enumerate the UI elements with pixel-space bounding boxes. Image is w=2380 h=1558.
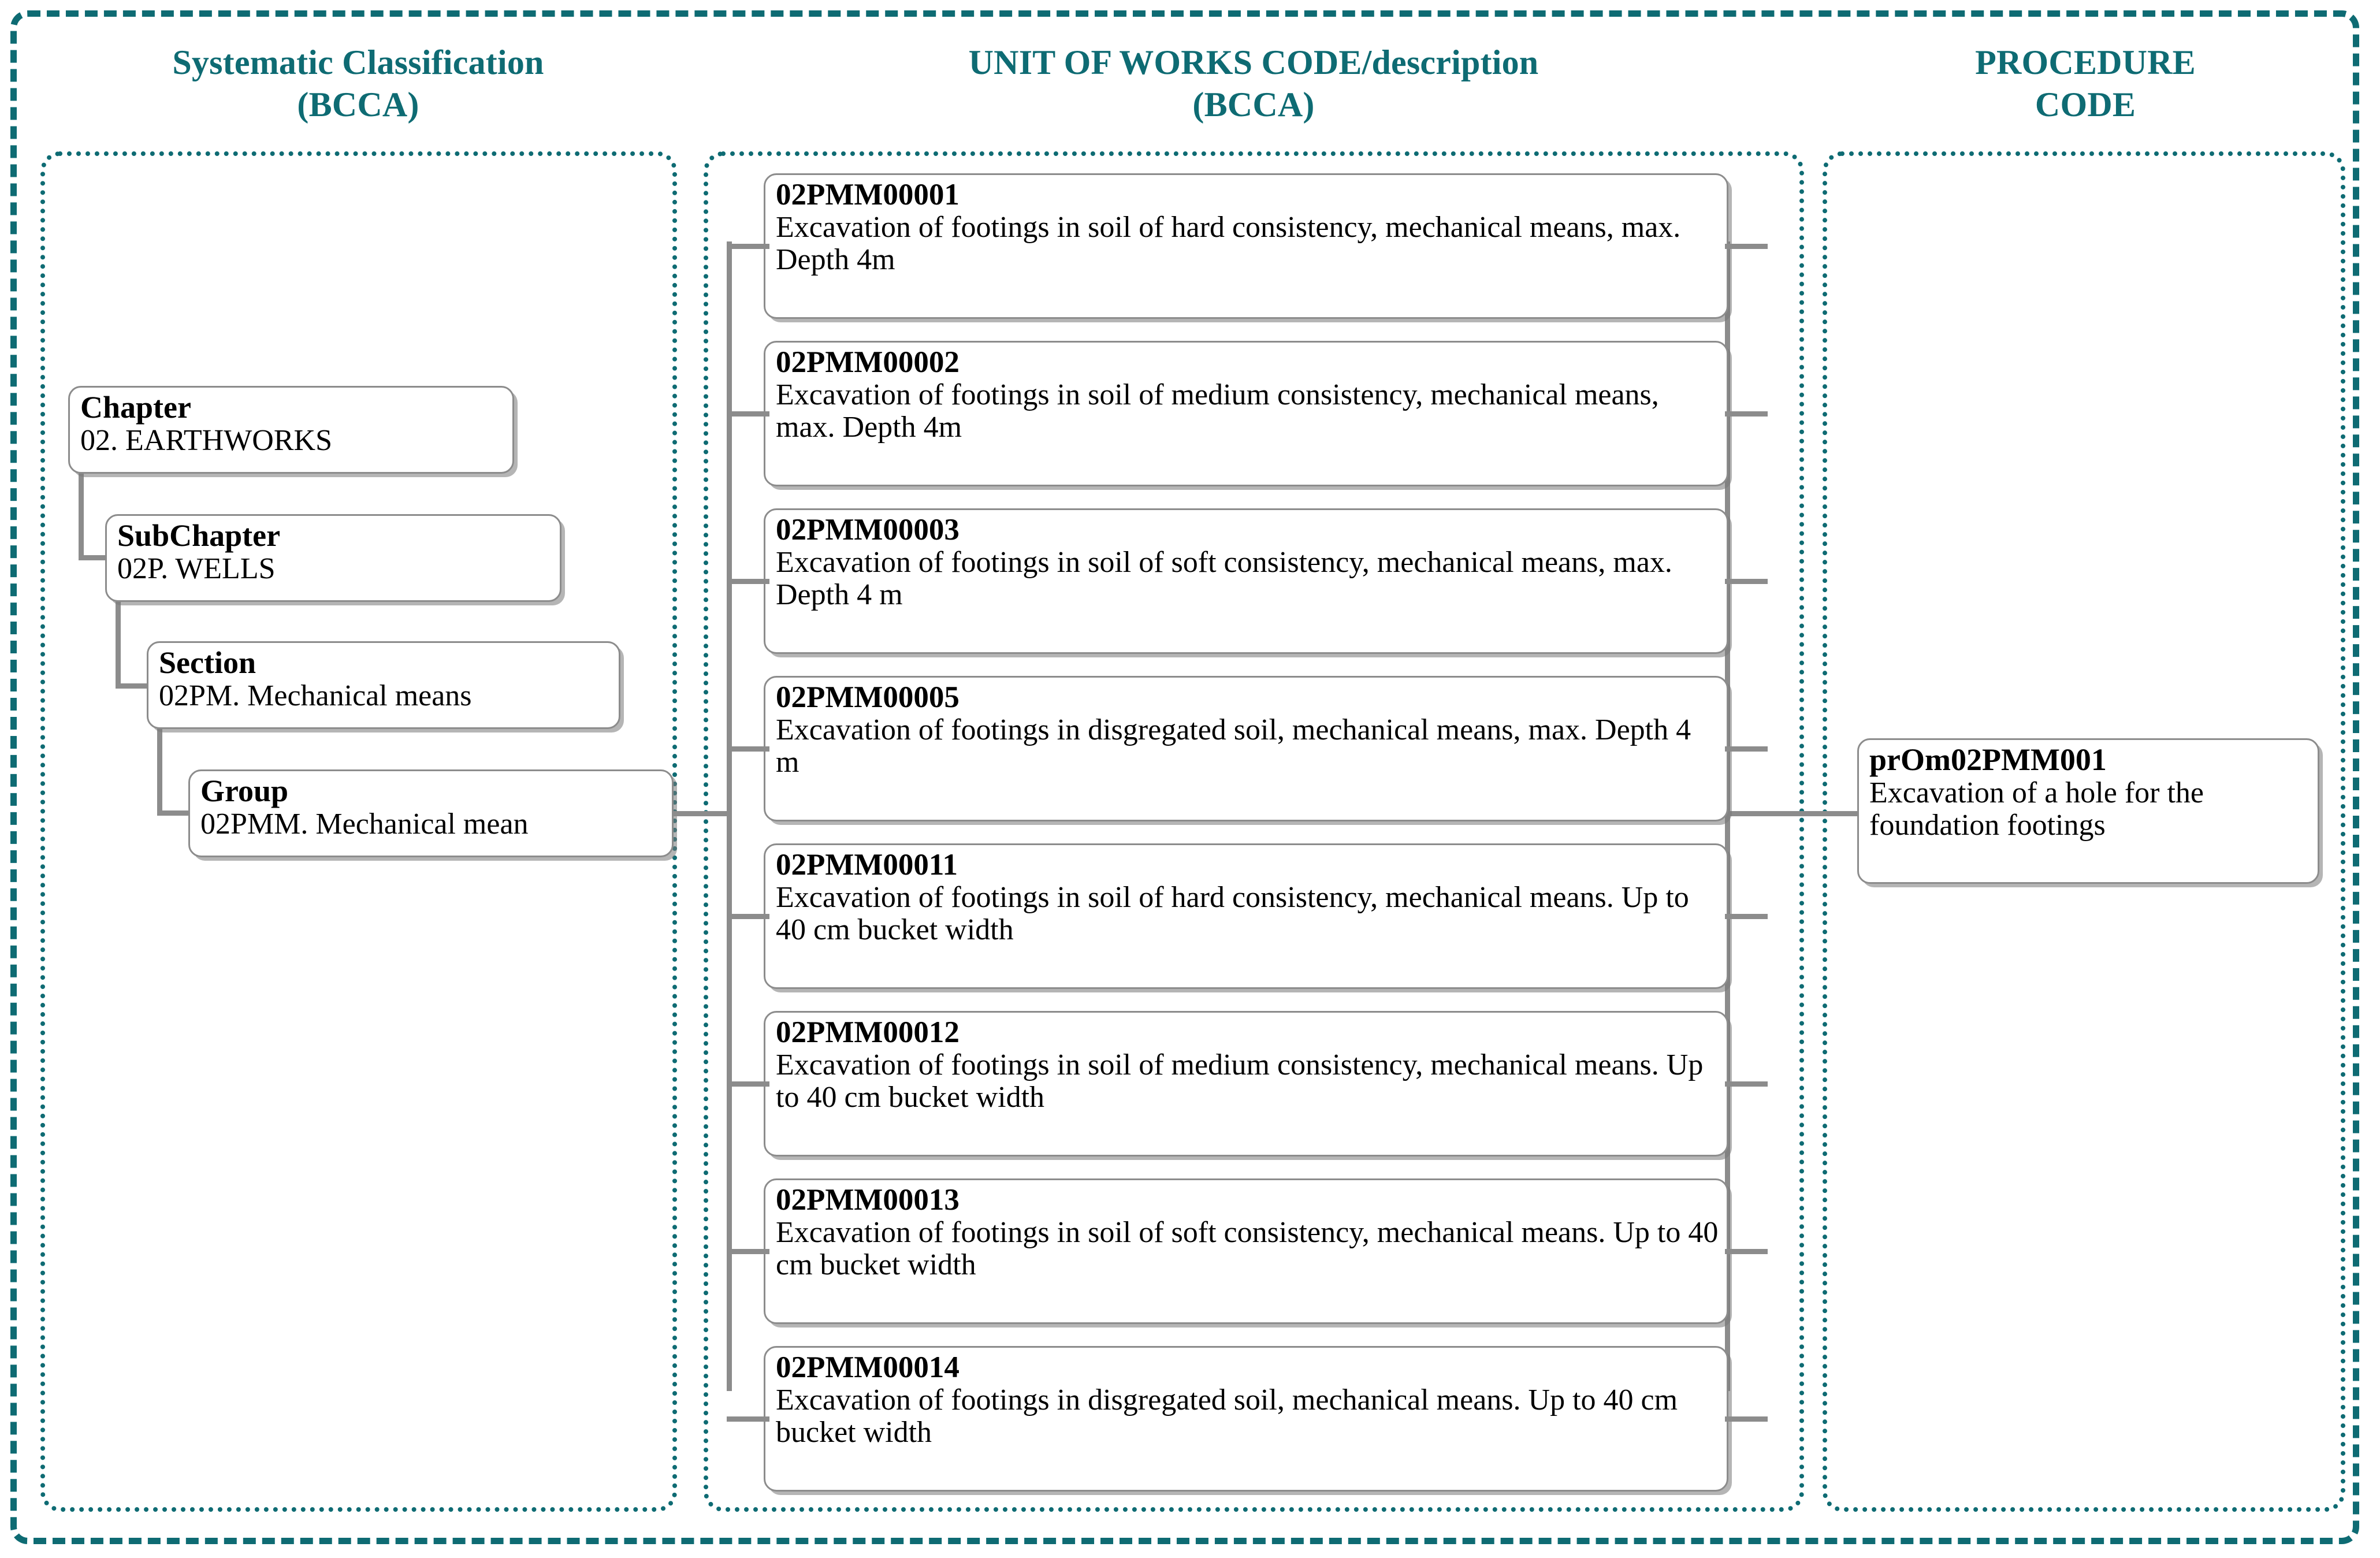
panel-procedure-code (1823, 151, 2345, 1512)
column-title-unit-of-works: UNIT OF WORKS CODE/description (BCCA) (708, 42, 1799, 126)
connector-chapter-to-subchapter (79, 473, 109, 560)
unit-of-works-code: 02PMM00011 (776, 848, 958, 882)
unit-of-works-description: Excavation of footings in soil of hard c… (776, 210, 1681, 277)
column-title-line1: Systematic Classification (172, 43, 544, 81)
hierarchy-level-value: 02PM. Mechanical means (159, 679, 472, 712)
unit-of-works-code: 02PMM00001 (776, 178, 960, 211)
connector-units-to-procedure-bracket (1730, 811, 1802, 816)
hierarchy-level-label: Chapter (80, 390, 191, 425)
unit-of-works-description: Excavation of footings in disgregated so… (776, 713, 1691, 779)
column-title-line1: PROCEDURE (1975, 43, 2196, 81)
unit-of-works-description: Excavation of footings in soil of medium… (776, 1048, 1704, 1114)
unit-of-works-description: Excavation of footings in soil of medium… (776, 378, 1659, 444)
unit-stub-right (1725, 1081, 1768, 1087)
unit-of-works-description: Excavation of footings in soil of hard c… (776, 880, 1689, 947)
column-title-line2: (BCCA) (1192, 85, 1315, 124)
unit-of-works-description: Excavation of footings in soil of soft c… (776, 1215, 1719, 1282)
unit-stub-left (727, 579, 769, 584)
units-bracket-spine-left (727, 241, 732, 1391)
connector-group-to-units-bracket (674, 811, 730, 816)
panel-systematic-classification (40, 151, 677, 1512)
unit-of-works-code: 02PMM00002 (776, 345, 960, 379)
unit-stub-left (727, 244, 769, 249)
outer-dashed-frame (10, 10, 2359, 1544)
unit-stub-left (727, 914, 769, 919)
hierarchy-level-label: Section (159, 645, 256, 680)
hierarchy-box-subchapter[interactable]: SubChapter 02P. WELLS (105, 514, 561, 602)
panel-unit-of-works (704, 151, 1804, 1512)
column-title-line1: UNIT OF WORKS CODE/description (968, 43, 1539, 81)
column-title-line2: CODE (2035, 85, 2136, 124)
unit-stub-right (1725, 579, 1768, 584)
procedure-code-label: prOm02PMM001 (1869, 742, 2107, 777)
unit-stub-left (727, 411, 769, 417)
column-title-procedure-code: PROCEDURE CODE (1825, 42, 2345, 126)
unit-of-works-description: Excavation of footings in soil of soft c… (776, 545, 1672, 612)
hierarchy-box-section[interactable]: Section 02PM. Mechanical means (147, 641, 620, 729)
hierarchy-level-value: 02PMM. Mechanical mean (200, 807, 529, 841)
procedure-code-description: Excavation of a hole for the foundation … (1869, 776, 2204, 842)
hierarchy-level-value: 02P. WELLS (117, 552, 276, 585)
unit-of-works-code: 02PMM00005 (776, 681, 960, 714)
unit-of-works-code: 02PMM00013 (776, 1183, 960, 1217)
hierarchy-level-label: SubChapter (117, 518, 281, 553)
connector-subchapter-to-section (116, 601, 150, 689)
units-bracket-spine-right (1725, 241, 1730, 1391)
unit-stub-right (1725, 914, 1768, 919)
column-title-line2: (BCCA) (297, 85, 419, 124)
unit-stub-right (1725, 746, 1768, 752)
unit-stub-left (727, 1081, 769, 1087)
procedure-code-box[interactable]: prOm02PMM001 Excavation of a hole for th… (1857, 738, 2319, 884)
column-title-systematic-classification: Systematic Classification (BCCA) (40, 42, 676, 126)
hierarchy-box-chapter[interactable]: Chapter 02. EARTHWORKS (68, 386, 514, 474)
unit-of-works-code: 02PMM00003 (776, 513, 960, 546)
unit-stub-right (1725, 1249, 1768, 1254)
unit-of-works-code: 02PMM00012 (776, 1016, 960, 1049)
hierarchy-level-label: Group (200, 774, 289, 808)
connector-section-to-group (157, 728, 192, 816)
unit-stub-left (727, 746, 769, 752)
unit-stub-right (1725, 411, 1768, 417)
unit-of-works-code: 02PMM00014 (776, 1351, 960, 1384)
unit-of-works-description: Excavation of footings in disgregated so… (776, 1383, 1678, 1449)
unit-stub-left (727, 1416, 769, 1422)
unit-stub-right (1725, 1416, 1768, 1422)
unit-stub-left (727, 1249, 769, 1254)
hierarchy-box-group[interactable]: Group 02PMM. Mechanical mean (188, 769, 674, 857)
hierarchy-level-value: 02. EARTHWORKS (80, 423, 332, 457)
connector-bracket-to-procedure-box (1802, 811, 1860, 816)
unit-stub-right (1725, 244, 1768, 249)
